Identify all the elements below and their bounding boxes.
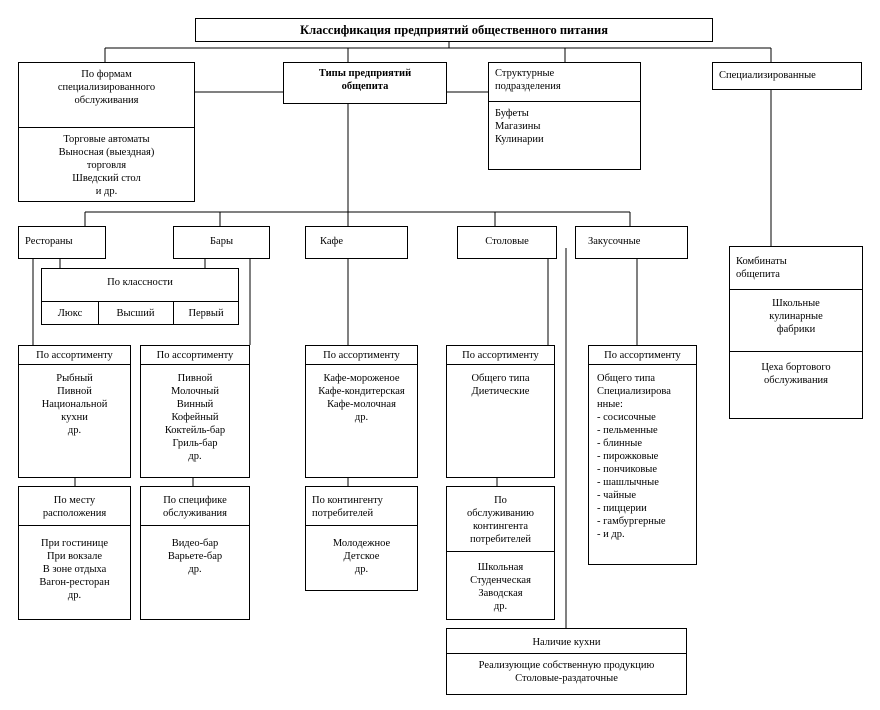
diagram-title-box: Классификация предприятий общественного … bbox=[195, 18, 713, 42]
restaurants-assortment-head: По ассортименту bbox=[36, 350, 113, 361]
class-head: По классности bbox=[107, 277, 173, 288]
category-restaurants-label: Рестораны bbox=[25, 236, 73, 247]
types-box: Типы предприятий общепита bbox=[283, 62, 447, 104]
forms-head: По формам специализированного обслуживан… bbox=[57, 69, 156, 106]
canteens-contingent-head: По обслуживанию контингента потребителей bbox=[466, 495, 535, 545]
category-canteens-label: Столовые bbox=[485, 236, 529, 247]
special-item-3: Цеха бортового обслуживания bbox=[761, 362, 831, 386]
category-bars: Бары bbox=[173, 226, 270, 259]
rest-location-box: По месту расположения При гостинице При … bbox=[18, 486, 131, 620]
class-lux: Люкс bbox=[57, 308, 83, 319]
bars-service-body: Видео-бар Варьете-бар др. bbox=[167, 538, 223, 575]
cafe-contingent-body: Молодежное Детское др. bbox=[332, 538, 391, 575]
structural-head: Структурные подразделения bbox=[495, 68, 561, 92]
specialized-box: Специализированные bbox=[712, 62, 862, 90]
category-cafe-label: Кафе bbox=[320, 236, 343, 247]
restaurants-assortment-box: По ассортименту Рыбный Пивной Национальн… bbox=[18, 345, 131, 478]
canteens-contingent-box: По обслуживанию контингента потребителей… bbox=[446, 486, 555, 620]
special-list-box: Комбинаты общепита Школьные кулинарные ф… bbox=[729, 246, 863, 419]
cafe-assortment-list: Кафе-мороженое Кафе-кондитерская Кафе-мо… bbox=[318, 373, 405, 423]
bars-assortment-head: По ассортименту bbox=[156, 350, 234, 361]
special-item-1: Комбинаты общепита bbox=[736, 256, 787, 280]
category-bars-label: Бары bbox=[210, 236, 233, 247]
specialized-label: Специализированные bbox=[719, 70, 816, 81]
kitchen-head: Наличие кухни bbox=[532, 637, 601, 648]
special-item-2: Школьные кулинарные фабрики bbox=[769, 298, 823, 335]
bars-service-box: По специфике обслуживания Видео-бар Варь… bbox=[140, 486, 250, 620]
cafe-assortment-head: По ассортименту bbox=[323, 350, 400, 361]
bars-assortment-box: По ассортименту Пивной Молочный Винный К… bbox=[140, 345, 250, 478]
bars-assortment-list: Пивной Молочный Винный Кофейный Коктейль… bbox=[164, 373, 226, 462]
category-snackbars-label: Закусочные bbox=[588, 236, 641, 247]
class-first: Первый bbox=[188, 308, 224, 319]
cafe-contingent-head: По контингенту потребителей bbox=[312, 495, 383, 519]
category-snackbars: Закусочные bbox=[575, 226, 688, 259]
category-canteens: Столовые bbox=[457, 226, 557, 259]
kitchen-body: Реализующие собственную продукцию Столов… bbox=[478, 660, 655, 684]
snack-assortment-box: По ассортименту Общего типа Специализиро… bbox=[588, 345, 697, 565]
canteens-assortment-head: По ассортименту bbox=[462, 350, 539, 361]
kitchen-box: Наличие кухни Реализующие собственную пр… bbox=[446, 628, 687, 695]
bars-service-head: По специфике обслуживания bbox=[162, 495, 228, 519]
class-box: По классности Люкс Высший Первый bbox=[41, 268, 239, 325]
canteens-contingent-body: Школьная Студенческая Заводская др. bbox=[470, 562, 531, 612]
snack-assortment-head: По ассортименту bbox=[604, 350, 681, 361]
canteens-assortment-box: По ассортименту Общего типа Диетические bbox=[446, 345, 555, 478]
structural-box: Структурные подразделения Буфеты Магазин… bbox=[488, 62, 641, 170]
restaurants-assortment-list: Рыбный Пивной Национальной кухни др. bbox=[41, 373, 108, 436]
forms-body: Торговые автоматы Выносная (выездная) то… bbox=[58, 134, 155, 197]
category-restaurants: Рестораны bbox=[18, 226, 106, 259]
canteens-assortment-list: Общего типа Диетические bbox=[471, 373, 530, 397]
rest-location-body: При гостинице При вокзале В зоне отдыха … bbox=[39, 538, 110, 601]
rest-location-head: По месту расположения bbox=[42, 495, 107, 519]
snack-assortment-list: Общего типа Специализирова нные: - сосис… bbox=[597, 373, 671, 540]
category-cafe: Кафе bbox=[305, 226, 408, 259]
diagram-title: Классификация предприятий общественного … bbox=[300, 23, 608, 37]
forms-box: По формам специализированного обслуживан… bbox=[18, 62, 195, 202]
structural-body: Буфеты Магазины Кулинарии bbox=[495, 108, 544, 145]
cafe-assortment-box: По ассортименту Кафе-мороженое Кафе-конд… bbox=[305, 345, 418, 478]
cafe-contingent-box: По контингенту потребителей Молодежное Д… bbox=[305, 486, 418, 591]
types-label: Типы предприятий общепита bbox=[318, 68, 412, 92]
class-high: Высший bbox=[116, 308, 155, 319]
